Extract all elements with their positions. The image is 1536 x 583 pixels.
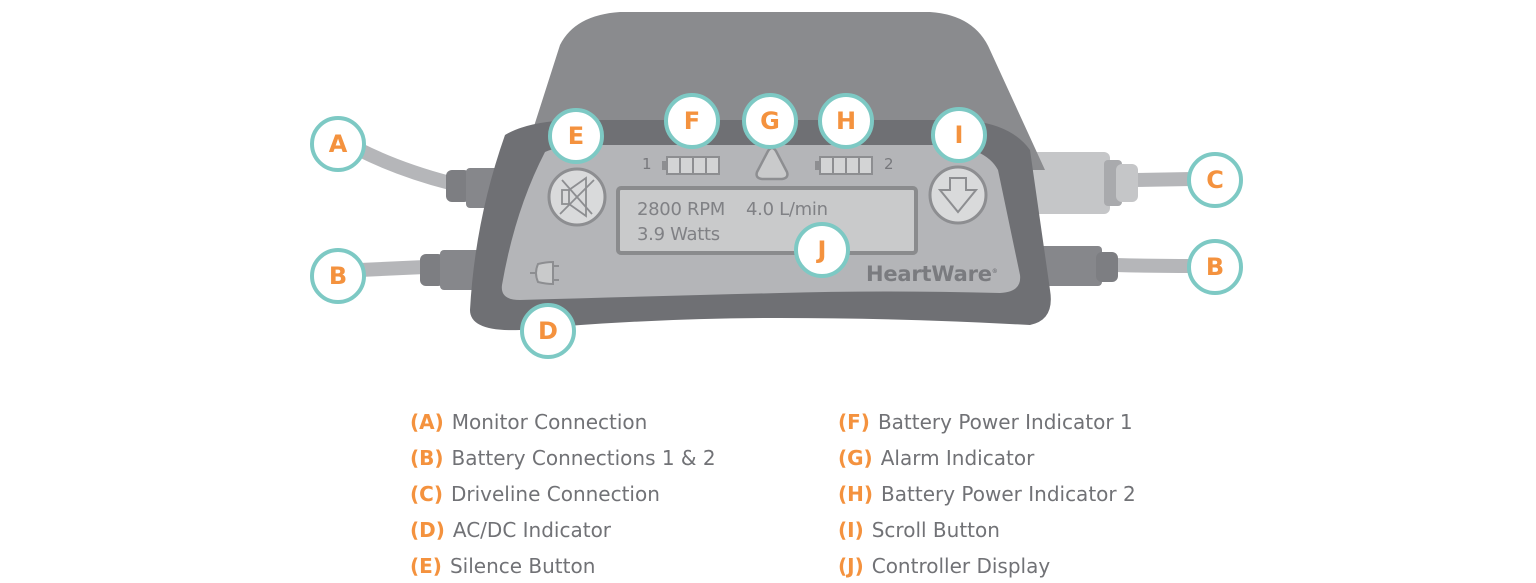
callout-letter: H — [835, 107, 857, 135]
legend-label: Driveline Connection — [450, 482, 660, 506]
callout-letter: G — [760, 107, 780, 135]
silence-button[interactable] — [547, 167, 607, 227]
legend-item: (B) Battery Connections 1 & 2 — [410, 445, 716, 471]
battery-indicator-2 — [815, 156, 873, 175]
battery-icon — [662, 156, 720, 175]
legend-label: Scroll Button — [871, 518, 1000, 542]
display-flow: 4.0 L/min — [746, 199, 828, 220]
display-speed: 2800 RPM — [637, 199, 726, 220]
callout-letter: E — [567, 122, 585, 150]
ac-dc-indicator — [530, 260, 559, 286]
battery-connector-right — [1040, 246, 1118, 286]
legend-key: (D) — [410, 518, 445, 542]
legend-item: (E) Silence Button — [410, 553, 595, 579]
callout-d: D — [520, 303, 576, 359]
callout-e: E — [548, 108, 604, 164]
legend-item: (F) Battery Power Indicator 1 — [838, 409, 1133, 435]
legend-key: (A) — [410, 410, 444, 434]
legend-label: Alarm Indicator — [880, 446, 1035, 470]
plug-icon — [530, 260, 559, 286]
callout-letter: B — [328, 262, 348, 290]
scroll-button[interactable] — [928, 165, 988, 225]
battery-icon — [815, 156, 873, 175]
brand-logo: HeartWare® — [866, 262, 998, 286]
legend-key: (H) — [838, 482, 874, 506]
legend-item: (D) AC/DC Indicator — [410, 517, 611, 543]
callout-a: A — [310, 116, 366, 172]
callout-h: H — [818, 93, 874, 149]
legend-label: Monitor Connection — [451, 410, 648, 434]
legend-key: (F) — [838, 410, 870, 434]
cable-battery-left — [359, 260, 426, 277]
callout-i: I — [931, 107, 987, 163]
legend-item: (H) Battery Power Indicator 2 — [838, 481, 1136, 507]
legend-label: AC/DC Indicator — [452, 518, 612, 542]
callout-f: F — [664, 93, 720, 149]
legend-label: Silence Button — [449, 554, 596, 578]
cable-monitor — [356, 143, 452, 190]
legend-item: (G) Alarm Indicator — [838, 445, 1034, 471]
legend-item: (J) Controller Display — [838, 553, 1050, 579]
legend-key: (J) — [838, 554, 864, 578]
battery-1-label: 1 — [642, 155, 652, 173]
display-power: 3.9 Watts — [637, 224, 720, 245]
cable-driveline — [1134, 172, 1193, 187]
callout-b-left: B — [310, 248, 366, 304]
callout-letter: B — [1205, 253, 1225, 281]
callout-letter: I — [954, 121, 964, 149]
battery-2-label: 2 — [884, 155, 894, 173]
legend-item: (A) Monitor Connection — [410, 409, 647, 435]
speaker-muted-icon — [559, 176, 595, 218]
callout-letter: A — [328, 130, 348, 158]
callout-letter: J — [817, 236, 827, 264]
driveline-connector — [1030, 152, 1138, 214]
legend-key: (C) — [410, 482, 443, 506]
legend-key: (B) — [410, 446, 444, 470]
callout-c: C — [1187, 152, 1243, 208]
legend-key: (G) — [838, 446, 873, 470]
legend-item: (C) Driveline Connection — [410, 481, 660, 507]
battery-indicator-1 — [662, 156, 720, 175]
legend-label: Battery Connections 1 & 2 — [451, 446, 716, 470]
legend-label: Battery Power Indicator 1 — [877, 410, 1133, 434]
legend-key: (I) — [838, 518, 864, 542]
legend-label: Battery Power Indicator 2 — [881, 482, 1136, 506]
cable-battery-right — [1114, 258, 1193, 273]
legend-item: (I) Scroll Button — [838, 517, 1000, 543]
brand-mark: ® — [991, 268, 998, 275]
callout-letter: D — [538, 317, 558, 345]
down-arrow-icon — [937, 177, 979, 214]
callout-b-right: B — [1187, 239, 1243, 295]
callout-letter: F — [683, 107, 701, 135]
callout-g: G — [742, 93, 798, 149]
callout-j: J — [794, 222, 850, 278]
legend-label: Controller Display — [871, 554, 1051, 578]
callout-letter: C — [1206, 166, 1224, 194]
brand-name: HeartWare — [866, 262, 992, 286]
legend-key: (E) — [410, 554, 442, 578]
